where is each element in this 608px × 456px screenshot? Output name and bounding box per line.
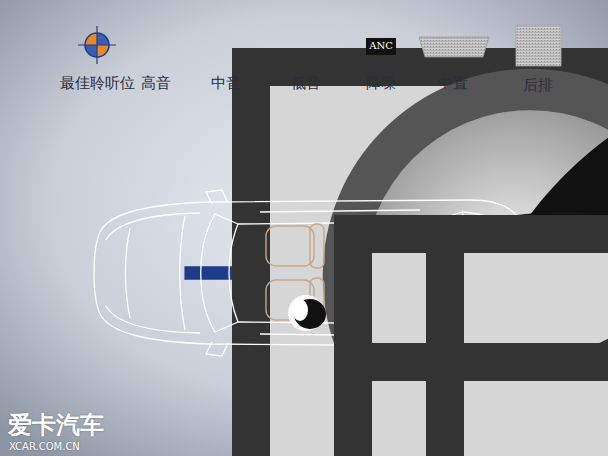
- watermark: 爱卡汽车: [8, 412, 104, 438]
- legend-label: 最佳聆听位: [60, 74, 135, 93]
- watermark-url: XCAR.COM.CN: [9, 441, 80, 452]
- legend-label: 后排: [523, 76, 553, 95]
- legend-label: 降噪: [366, 74, 396, 93]
- anc-icon-text: ANC: [369, 40, 393, 51]
- legend-label: 中置: [438, 74, 468, 93]
- legend-label: 中音: [211, 74, 241, 93]
- legend-label: 低音: [291, 74, 321, 93]
- legend-label: 高音: [141, 74, 171, 93]
